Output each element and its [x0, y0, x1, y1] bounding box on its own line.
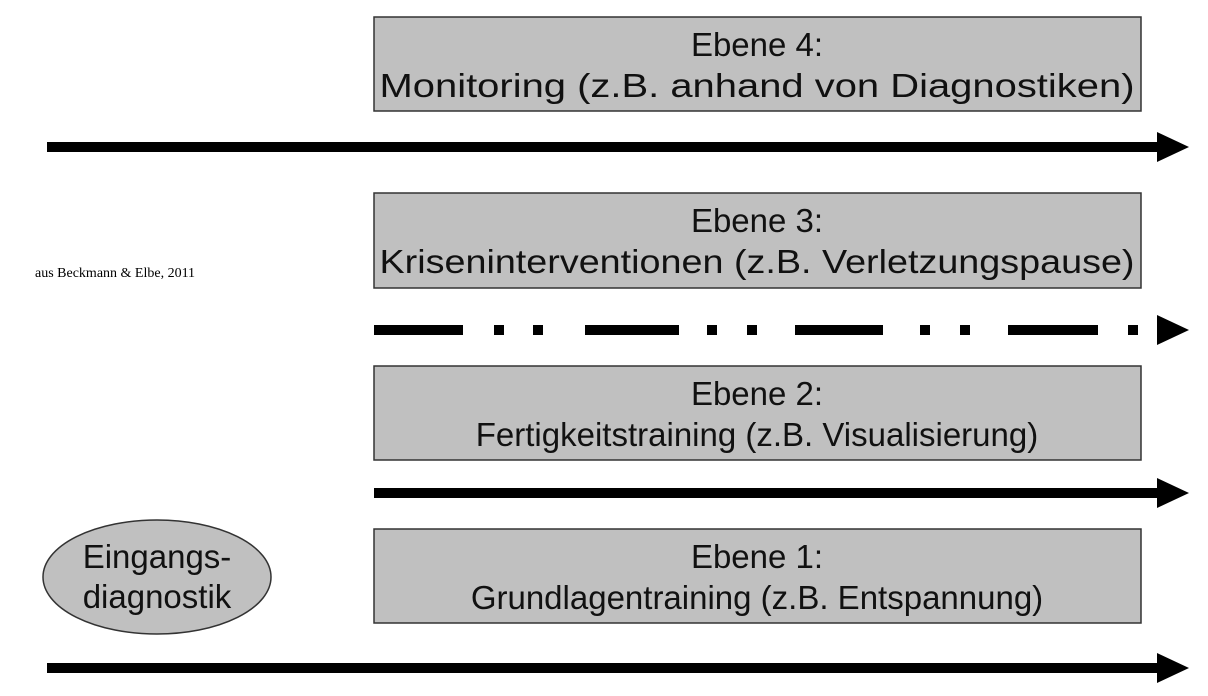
arrow-level-3-dashdot — [374, 315, 1189, 345]
level-4-text: Monitoring (z.B. anhand von Diagnostiken… — [380, 67, 1135, 104]
level-2-title: Ebene 2: — [691, 375, 823, 412]
level-2-text: Fertigkeitstraining (z.B. Visualisierung… — [476, 416, 1038, 453]
level-3-title: Ebene 3: — [691, 202, 823, 239]
entry-diagnostics-ellipse: Eingangs- diagnostik — [42, 519, 272, 635]
level-3-text: Kriseninterventionen (z.B. Verletzungspa… — [380, 243, 1135, 280]
arrow-baseline — [47, 653, 1189, 683]
entry-line-2: diagnostik — [83, 578, 232, 615]
citation: aus Beckmann & Elbe, 2011 — [35, 266, 196, 281]
level-1-text: Grundlagentraining (z.B. Entspannung) — [471, 579, 1043, 616]
level-2-box: Ebene 2: Fertigkeitstraining (z.B. Visua… — [373, 365, 1142, 461]
arrow-level-2 — [374, 478, 1189, 508]
arrow-level-4 — [47, 132, 1189, 162]
entry-line-1: Eingangs- — [83, 538, 232, 575]
level-4-title: Ebene 4: — [691, 26, 823, 63]
level-1-box: Ebene 1: Grundlagentraining (z.B. Entspa… — [373, 528, 1142, 624]
level-1-title: Ebene 1: — [691, 538, 823, 575]
level-3-box: Ebene 3: Kriseninterventionen (z.B. Verl… — [373, 192, 1142, 289]
level-4-box: Ebene 4: Monitoring (z.B. anhand von Dia… — [373, 16, 1142, 112]
